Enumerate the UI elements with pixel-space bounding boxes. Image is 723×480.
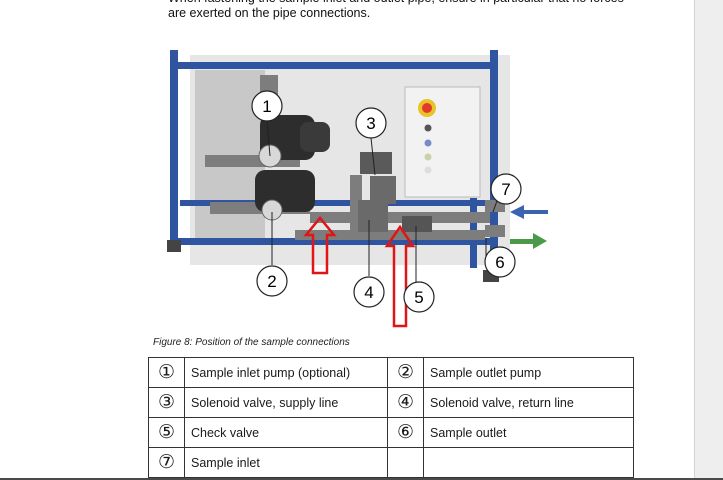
legend-label: Sample outlet bbox=[423, 417, 634, 448]
panel-indicator bbox=[424, 166, 432, 174]
legend-label: Solenoid valve, return line bbox=[423, 387, 634, 418]
figure-caption: Figure 8: Position of the sample connect… bbox=[153, 337, 350, 348]
legend-label: Sample inlet bbox=[184, 447, 388, 478]
legend-table: ① Sample inlet pump (optional) ② Sample … bbox=[148, 357, 634, 478]
legend-number: ④ bbox=[387, 387, 424, 418]
frame-foot bbox=[167, 240, 181, 252]
stop-button-core bbox=[422, 103, 432, 113]
page-bottom-rule bbox=[0, 478, 723, 480]
panel-indicator bbox=[424, 153, 432, 161]
legend-row: ⑦ Sample inlet bbox=[148, 447, 634, 478]
legend-label bbox=[423, 447, 634, 478]
page-gutter bbox=[694, 0, 723, 480]
sample-outlet-pump bbox=[255, 170, 315, 221]
legend-label: Check valve bbox=[184, 417, 388, 448]
intro-text: When fastening the sample inlet and outl… bbox=[168, 0, 624, 20]
legend-label: Solenoid valve, supply line bbox=[184, 387, 388, 418]
panel-indicator bbox=[424, 139, 432, 147]
callout-2-label: 2 bbox=[267, 272, 276, 291]
callout-6: 6 bbox=[484, 246, 516, 278]
sample-inlet-pump bbox=[258, 115, 330, 168]
legend-number: ① bbox=[148, 357, 185, 388]
sample-connections-figure: 1 2 3 4 5 6 7 bbox=[167, 50, 548, 328]
callout-3-label: 3 bbox=[366, 114, 375, 133]
red-arrow-left bbox=[303, 216, 337, 275]
panel-indicator bbox=[424, 124, 432, 132]
callout-6-label: 6 bbox=[495, 253, 504, 272]
legend-number: ⑤ bbox=[148, 417, 185, 448]
callout-1-label: 1 bbox=[262, 97, 271, 116]
legend-label: Sample inlet pump (optional) bbox=[184, 357, 388, 388]
callout-7-label: 7 bbox=[501, 180, 510, 199]
sample-inlet-arrow bbox=[510, 205, 548, 219]
legend-row: ① Sample inlet pump (optional) ② Sample … bbox=[148, 357, 634, 388]
callout-1: 1 bbox=[251, 90, 283, 122]
callout-2: 2 bbox=[256, 265, 288, 297]
callout-4-label: 4 bbox=[364, 283, 373, 302]
callout-7: 7 bbox=[490, 173, 522, 205]
legend-number: ③ bbox=[148, 387, 185, 418]
callout-5: 5 bbox=[403, 281, 435, 313]
legend-row: ③ Solenoid valve, supply line ④ Solenoid… bbox=[148, 387, 634, 418]
callout-3: 3 bbox=[355, 107, 387, 139]
legend-label: Sample outlet pump bbox=[423, 357, 634, 388]
legend-number: ⑦ bbox=[148, 447, 185, 478]
solenoid-valve-supply bbox=[360, 152, 396, 204]
legend-number: ⑥ bbox=[387, 417, 424, 448]
legend-row: ⑤ Check valve ⑥ Sample outlet bbox=[148, 417, 634, 448]
callout-5-label: 5 bbox=[414, 288, 423, 307]
control-panel bbox=[404, 86, 481, 198]
callout-4: 4 bbox=[353, 276, 385, 308]
legend-number: ② bbox=[387, 357, 424, 388]
sample-outlet-arrow bbox=[510, 233, 547, 249]
check-valve bbox=[402, 216, 432, 232]
solenoid-valve-return bbox=[358, 200, 388, 232]
red-arrow-right bbox=[384, 224, 416, 328]
legend-number bbox=[387, 447, 424, 478]
